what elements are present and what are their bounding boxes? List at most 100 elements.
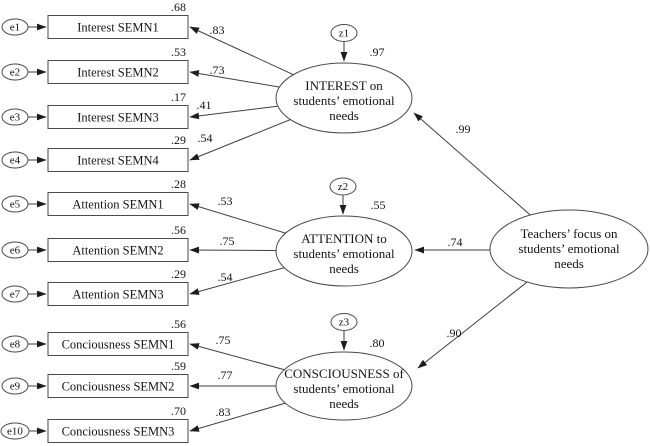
second-order-factor-ellipse: [489, 209, 649, 289]
error-arrows: [28, 23, 47, 435]
loading-label-interest-semn1: .83: [210, 23, 225, 37]
error-ellipse-e1: [1, 18, 29, 36]
second-order-factor-name: Teachers’ focus on students’ emotional n…: [518, 226, 620, 271]
error-label-e8: e8: [10, 339, 21, 351]
indicator-box-interest-semn2: [47, 60, 189, 84]
error-label-e4: e4: [10, 155, 21, 167]
error-label-e2: e2: [10, 67, 20, 79]
indicator-label-interest-semn1: Interest SEMN1: [77, 21, 159, 35]
loading-label-interest-semn3: .41: [197, 98, 212, 112]
r2-label-consciousness-semn1: .56: [171, 317, 186, 331]
disturbance-labels: z1 z2 z3: [338, 28, 350, 329]
factor-name-attention-line2: students’ emotional: [293, 246, 395, 261]
r2-label-interest-semn1: .68: [171, 0, 186, 14]
r2-label-consciousness-semn2: .59: [171, 359, 186, 373]
indicator-box-interest-semn1: [47, 15, 189, 39]
error-label-e1: e1: [10, 22, 20, 34]
factor-name-labels: INTEREST on students’ emotional needs AT…: [284, 78, 620, 411]
indicator-box-consciousness-semn1: [47, 332, 189, 356]
factor-name-consciousness-line2: students’ emotional: [293, 381, 395, 396]
structural-label-consciousness: .90: [447, 326, 462, 340]
indicator-label-consciousness-semn1: Conciousness SEMN1: [62, 338, 175, 352]
error-ellipse-e4: [1, 151, 29, 169]
factor-name-interest-line1: INTEREST on: [305, 78, 383, 93]
indicator-label-attention-semn2: Attention SEMN2: [72, 244, 163, 258]
factor-ellipse-interest: [275, 62, 413, 134]
error-label-e3: e3: [10, 112, 21, 124]
factor-name-interest-line3: needs: [329, 108, 359, 123]
loading-coefficient-labels: .83 .73 .41 .54 .53 .75 .54 .75 .77 .83: [197, 23, 235, 419]
error-ellipse-e2: [1, 63, 29, 81]
disturbance-ellipses: [329, 24, 358, 331]
r2-label-attention-semn2: .56: [171, 223, 186, 237]
variance-label-attention: .55: [371, 198, 386, 212]
factor-name-interest: INTEREST on students’ emotional needs: [293, 78, 395, 123]
disturbance-ellipse-z1: [330, 24, 358, 42]
second-order-factor-name-line3: needs: [554, 256, 584, 271]
indicator-box-consciousness-semn3: [47, 419, 189, 443]
indicator-label-consciousness-semn3: Conciousness SEMN3: [62, 425, 175, 439]
indicator-label-interest-semn4: Interest SEMN4: [77, 154, 159, 168]
r2-label-interest-semn2: .53: [171, 45, 186, 59]
error-ellipse-e6: [1, 241, 29, 259]
error-ellipse-e10: [0, 422, 30, 440]
factor-ellipse-attention: [275, 215, 413, 287]
indicator-box-interest-semn3: [47, 105, 189, 129]
loading-label-interest-semn4: .54: [198, 131, 213, 145]
r2-label-consciousness-semn3: .70: [171, 404, 186, 418]
error-label-e6: e6: [10, 245, 21, 257]
error-label-e5: e5: [10, 199, 21, 211]
error-ellipse-e8: [1, 335, 29, 353]
error-label-e10: e10: [7, 426, 23, 438]
error-ellipses: [0, 18, 30, 440]
error-labels: e1 e2 e3 e4 e5 e6 e7 e8 e9 e10: [7, 22, 23, 438]
loading-label-consciousness-semn3: .83: [216, 405, 231, 419]
error-ellipse-e5: [1, 195, 29, 213]
indicator-boxes: [47, 15, 189, 443]
r2-label-interest-semn4: .29: [171, 133, 186, 147]
factor-name-attention: ATTENTION to students’ emotional needs: [293, 231, 395, 276]
factor-name-attention-line1: ATTENTION to: [301, 231, 387, 246]
structural-label-interest: .99: [456, 122, 471, 136]
factor-variance-labels: .97 .55 .80: [370, 45, 386, 350]
disturbance-label-z1: z1: [339, 28, 349, 40]
second-order-factor-name-line1: Teachers’ focus on: [520, 226, 618, 241]
second-order-factor-name-line2: students’ emotional: [518, 241, 620, 256]
indicator-label-consciousness-semn2: Conciousness SEMN2: [62, 380, 175, 394]
disturbance-label-z2: z2: [338, 181, 348, 193]
indicator-box-consciousness-semn2: [47, 374, 189, 398]
structural-coefficient-labels: .99 .74 .90: [447, 122, 471, 340]
disturbance-ellipse-z2: [329, 177, 357, 196]
r2-label-attention-semn1: .28: [171, 177, 186, 191]
squared-multiple-correlation-labels: .68 .53 .17 .29 .28 .56 .29 .56 .59 .70: [171, 0, 186, 418]
factor-name-interest-line2: students’ emotional: [293, 93, 395, 108]
factor-ellipse-consciousness: [275, 351, 413, 421]
structural-label-attention: .74: [448, 235, 463, 249]
factor-name-consciousness-line3: needs: [329, 396, 359, 411]
factor-name-consciousness: CONSCIOUSNESS of students’ emotional nee…: [284, 366, 404, 411]
error-ellipse-e3: [1, 108, 29, 126]
disturbance-label-z3: z3: [339, 317, 350, 329]
loading-label-attention-semn3: .54: [218, 270, 233, 284]
indicator-label-interest-semn3: Interest SEMN3: [77, 111, 159, 125]
disturbance-arrows: [339, 42, 348, 351]
indicator-label-interest-semn2: Interest SEMN2: [77, 66, 159, 80]
indicator-box-attention-semn3: [47, 282, 189, 306]
factor-name-attention-line3: needs: [329, 261, 359, 276]
error-ellipse-e9: [1, 377, 29, 395]
latent-factor-ellipses: [275, 62, 649, 421]
variance-label-interest: .97: [370, 45, 385, 59]
indicator-label-attention-semn1: Attention SEMN1: [72, 198, 163, 212]
r2-label-interest-semn3: .17: [171, 90, 186, 104]
loading-label-attention-semn2: .75: [220, 234, 235, 248]
loading-label-attention-semn1: .53: [218, 194, 233, 208]
indicator-box-attention-semn1: [47, 192, 189, 216]
error-label-e7: e7: [10, 289, 21, 301]
loading-label-consciousness-semn2: .77: [218, 368, 233, 382]
factor-name-consciousness-line1: CONSCIOUSNESS of: [284, 366, 404, 381]
r2-label-attention-semn3: .29: [171, 267, 186, 281]
variance-label-consciousness: .80: [370, 336, 385, 350]
disturbance-ellipse-z3: [330, 313, 358, 331]
